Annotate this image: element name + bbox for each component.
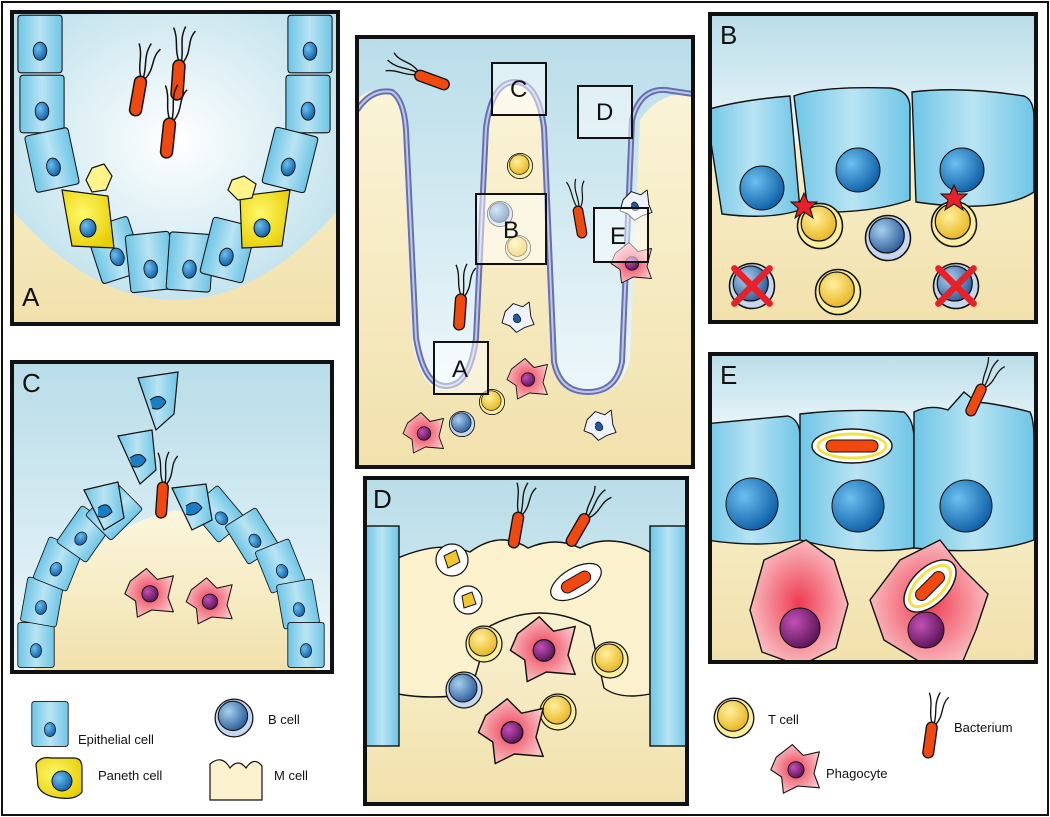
zoom-box-e: E	[593, 207, 649, 263]
b-cell	[445, 671, 483, 709]
legend-paneth: Paneth cell	[35, 757, 162, 799]
svg-text:D: D	[596, 99, 613, 126]
legend-epithelial: Epithelial cell	[31, 701, 154, 747]
zoom-box-d: D	[577, 85, 633, 139]
legend-phagocyte: Phagocyte	[770, 744, 887, 794]
panel-label: C	[22, 368, 41, 398]
legend-bacterium: Bacterium	[919, 690, 1013, 761]
b-cell	[448, 410, 476, 438]
epithelial-row	[710, 391, 1035, 552]
panel-c: C	[10, 360, 334, 674]
epithelial-cell	[649, 525, 687, 747]
panel-label: A	[22, 282, 40, 312]
panel-b: B	[708, 12, 1038, 324]
svg-text:E: E	[610, 223, 626, 250]
legend-t-cell: T cell	[713, 697, 799, 739]
epithelial-row	[710, 86, 1035, 217]
t-cell	[539, 693, 577, 731]
svg-text:Epithelial cell: Epithelial cell	[78, 732, 154, 747]
t-cell	[506, 152, 534, 180]
t-cell	[591, 641, 629, 679]
epithelial-cell	[365, 525, 400, 747]
overview-panel: C D B E A	[355, 35, 695, 469]
panel-d: D	[363, 476, 689, 806]
panel-label: D	[373, 484, 392, 514]
svg-text:A: A	[452, 356, 468, 383]
paneth-cell	[227, 175, 291, 249]
b-cell	[864, 214, 912, 262]
panel-e: E	[708, 352, 1038, 664]
t-cell	[465, 625, 503, 663]
zoom-box-b: B	[475, 193, 547, 265]
svg-text:C: C	[510, 76, 527, 103]
svg-text:B: B	[503, 217, 519, 244]
legend: Epithelial cell B cell Paneth cell M cel…	[31, 690, 1013, 801]
t-cell	[814, 268, 862, 316]
phagocyte	[869, 539, 989, 662]
panel-label: B	[720, 20, 737, 50]
svg-text:Paneth cell: Paneth cell	[98, 768, 162, 783]
svg-text:T cell: T cell	[768, 712, 799, 727]
legend-b-cell: B cell	[214, 698, 300, 738]
panel-label: E	[720, 360, 737, 390]
legend-m-cell: M cell	[209, 759, 308, 801]
zoom-box-c: C	[491, 62, 547, 116]
shedding-cells	[83, 371, 213, 531]
t-cell	[930, 200, 978, 248]
paneth-cell	[61, 163, 115, 249]
phagocyte	[749, 539, 849, 662]
phagosome	[811, 428, 893, 464]
zoom-box-a: A	[433, 341, 489, 395]
svg-text:M cell: M cell	[274, 768, 308, 783]
svg-text:Bacterium: Bacterium	[954, 720, 1013, 735]
svg-text:B cell: B cell	[268, 712, 300, 727]
panel-a: A	[10, 10, 340, 326]
svg-text:Phagocyte: Phagocyte	[826, 766, 887, 781]
